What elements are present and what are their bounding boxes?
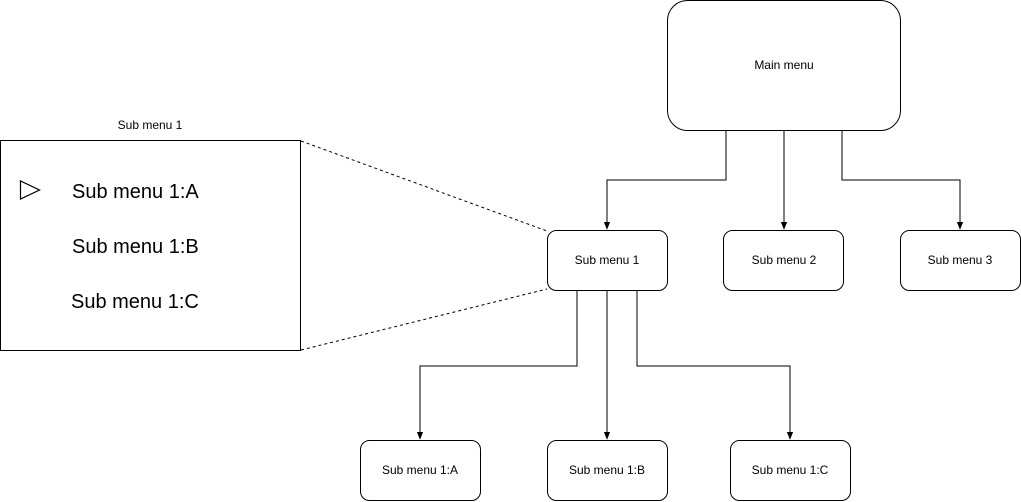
sub-menu-1-label: Sub menu 1 [575,253,640,267]
zoom-panel [0,140,301,351]
zoom-panel-title: Sub menu 1 [118,118,183,132]
connector-main-to-sub1 [603,131,727,230]
sub-menu-3-label: Sub menu 3 [928,253,993,267]
play-pointer-icon [19,180,41,200]
sub-menu-1c-label: Sub menu 1:C [752,463,829,477]
zoom-item-a[interactable]: Sub menu 1:A [72,181,199,203]
zoom-item-c[interactable]: Sub menu 1:C [71,291,199,313]
main-menu-node[interactable] [667,0,901,131]
zoom-callout-line-bottom [300,288,548,351]
sub-menu-2-label: Sub menu 2 [752,253,817,267]
sub-menu-1c-node[interactable] [730,440,851,501]
sub-menu-1a-node[interactable] [360,440,481,501]
sub-menu-1a-label: Sub menu 1:A [382,463,458,477]
connector-main-to-sub3 [841,131,964,230]
sub-menu-1-node[interactable] [547,230,668,291]
main-menu-label: Main menu [754,58,813,72]
sub-menu-2-node[interactable] [723,230,844,291]
connector-sub1-to-child-a [416,291,578,440]
connector-sub1-to-child-c [636,291,794,440]
zoom-callout-line-top [300,140,548,232]
zoom-item-b[interactable]: Sub menu 1:B [72,236,199,258]
sub-menu-1b-node[interactable] [547,440,668,501]
sub-menu-1b-label: Sub menu 1:B [569,463,645,477]
